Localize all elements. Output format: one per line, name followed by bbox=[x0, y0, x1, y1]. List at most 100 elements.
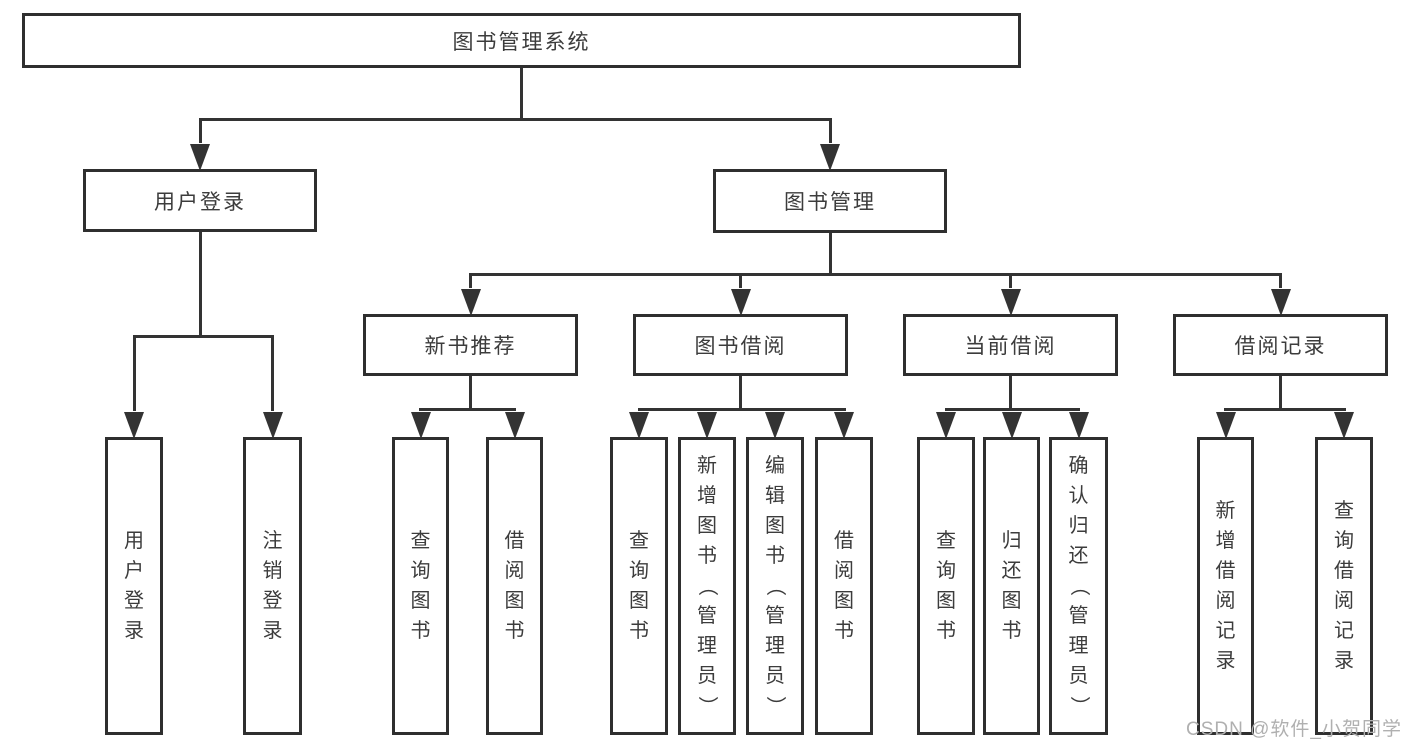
connector-arrowhead-down-icon bbox=[1334, 412, 1354, 439]
node-label-char: 图 bbox=[936, 590, 956, 612]
connector-stem bbox=[520, 68, 523, 121]
connector-arrowhead-down-icon bbox=[629, 412, 649, 439]
node-label-char: 理 bbox=[1068, 635, 1089, 657]
node-label-char: 书 bbox=[697, 545, 717, 567]
node-label-char: 管 bbox=[1068, 605, 1089, 627]
node-leaf-bb-query: 查询图书 bbox=[610, 437, 668, 735]
connector-branch bbox=[419, 408, 516, 411]
connector-stem bbox=[739, 376, 742, 411]
node-label-char: 图 bbox=[697, 515, 717, 537]
connector-arrowhead-down-icon bbox=[820, 144, 840, 171]
node-leaf-cb-return: 归还图书 bbox=[983, 437, 1040, 735]
connector-stem bbox=[828, 233, 832, 276]
node-label: 借阅记录 bbox=[1234, 335, 1327, 358]
node-label-char: 用 bbox=[124, 530, 144, 552]
node-label: 图书管理系统 bbox=[452, 30, 591, 54]
connector-drop bbox=[1077, 408, 1080, 411]
connector-arrowhead-down-icon bbox=[504, 412, 525, 439]
node-label-char: 阅 bbox=[504, 560, 525, 582]
node-label-char: ） bbox=[696, 696, 718, 716]
node-label: 图书借阅 bbox=[694, 335, 787, 358]
connector-drop bbox=[637, 408, 641, 411]
connector-arrowhead-down-icon bbox=[765, 412, 785, 439]
connector-arrowhead-down-icon bbox=[262, 412, 283, 439]
connector-drop bbox=[739, 273, 742, 288]
node-leaf-bb-edit: 编辑图书（管理员） bbox=[746, 437, 804, 735]
node-label-char: 认 bbox=[1068, 485, 1089, 507]
node-label-char: 编 bbox=[765, 455, 785, 477]
node-leaf-cb-query: 查询图书 bbox=[917, 437, 975, 735]
node-label-char: 书 bbox=[410, 620, 431, 642]
connector-branch bbox=[637, 408, 846, 411]
node-label-char: 借 bbox=[834, 530, 854, 552]
connector-branch bbox=[1224, 408, 1346, 411]
node-label-char: 登 bbox=[124, 590, 144, 612]
node-label-char: 新 bbox=[697, 455, 717, 477]
connector-stem bbox=[469, 376, 472, 411]
node-label-char: 图 bbox=[1001, 590, 1022, 612]
node-label-char: 图 bbox=[504, 590, 525, 612]
node-label-char: 录 bbox=[1215, 650, 1236, 672]
connector-drop bbox=[419, 408, 422, 411]
node-sec-new-book: 新书推荐 bbox=[363, 314, 578, 376]
connector-stem bbox=[198, 232, 202, 338]
node-sec-book-borrow: 图书借阅 bbox=[633, 314, 848, 376]
node-label: 图书管理 bbox=[784, 191, 876, 214]
node-leaf-logout: 注销登录 bbox=[243, 437, 302, 735]
node-label-char: 理 bbox=[765, 635, 785, 657]
connector-branch bbox=[198, 118, 832, 121]
node-label-char: ） bbox=[764, 696, 786, 716]
connector-drop bbox=[842, 408, 846, 411]
connector-drop bbox=[1010, 408, 1013, 411]
connector-stem bbox=[1009, 376, 1012, 411]
node-sec-current-borrow: 当前借阅 bbox=[903, 314, 1118, 376]
node-label-char: 查 bbox=[410, 530, 431, 552]
node-sec-borrow-records: 借阅记录 bbox=[1173, 314, 1388, 376]
node-leaf-cb-confirm: 确认归还（管理员） bbox=[1049, 437, 1108, 735]
node-label-char: 理 bbox=[697, 635, 717, 657]
connector-arrowhead-down-icon bbox=[1270, 289, 1291, 316]
connector-arrowhead-down-icon bbox=[1068, 412, 1089, 439]
connector-drop bbox=[1279, 273, 1282, 288]
node-label-char: （ bbox=[1067, 576, 1090, 596]
node-label-char: 新 bbox=[1215, 500, 1236, 522]
connector-branch bbox=[132, 335, 274, 338]
node-label-char: 书 bbox=[936, 620, 956, 642]
node-label-char: 书 bbox=[834, 620, 854, 642]
node-leaf-nb-borrow: 借阅图书 bbox=[486, 437, 543, 735]
node-label-char: 书 bbox=[504, 620, 525, 642]
node-label-char: 增 bbox=[697, 485, 717, 507]
node-label-char: ） bbox=[1067, 696, 1090, 716]
node-label-char: 员 bbox=[765, 665, 785, 687]
node-label-char: 辑 bbox=[765, 485, 785, 507]
node-root: 图书管理系统 bbox=[22, 13, 1021, 68]
node-leaf-bb-add: 新增图书（管理员） bbox=[678, 437, 736, 735]
node-label-char: 书 bbox=[765, 545, 785, 567]
node-label-char: 管 bbox=[697, 605, 717, 627]
connector-drop bbox=[198, 118, 202, 143]
node-label: 用户登录 bbox=[154, 190, 246, 214]
node-label-char: 注 bbox=[262, 530, 283, 552]
node-label-char: （ bbox=[696, 576, 718, 596]
node-label-char: 图 bbox=[834, 590, 854, 612]
node-leaf-br-query: 查询借阅记录 bbox=[1315, 437, 1373, 735]
node-label-char: 录 bbox=[262, 620, 283, 642]
connector-drop bbox=[469, 273, 472, 288]
node-label-char: 录 bbox=[124, 620, 144, 642]
node-label-char: 图 bbox=[410, 590, 431, 612]
node-label-char: 查 bbox=[629, 530, 649, 552]
connector-stem bbox=[1279, 376, 1282, 411]
connector-drop bbox=[705, 408, 709, 411]
node-label-char: 记 bbox=[1334, 620, 1354, 642]
connector-arrowhead-down-icon bbox=[1000, 289, 1021, 316]
connector-arrowhead-down-icon bbox=[124, 412, 144, 439]
connector-branch bbox=[469, 273, 1282, 276]
connector-arrowhead-down-icon bbox=[1215, 412, 1236, 439]
connector-drop bbox=[513, 408, 516, 411]
connector-drop bbox=[1009, 273, 1012, 288]
node-label-char: 阅 bbox=[1215, 590, 1236, 612]
node-label-char: 图 bbox=[765, 515, 785, 537]
node-label-char: 阅 bbox=[834, 560, 854, 582]
node-label-char: 借 bbox=[1215, 560, 1236, 582]
